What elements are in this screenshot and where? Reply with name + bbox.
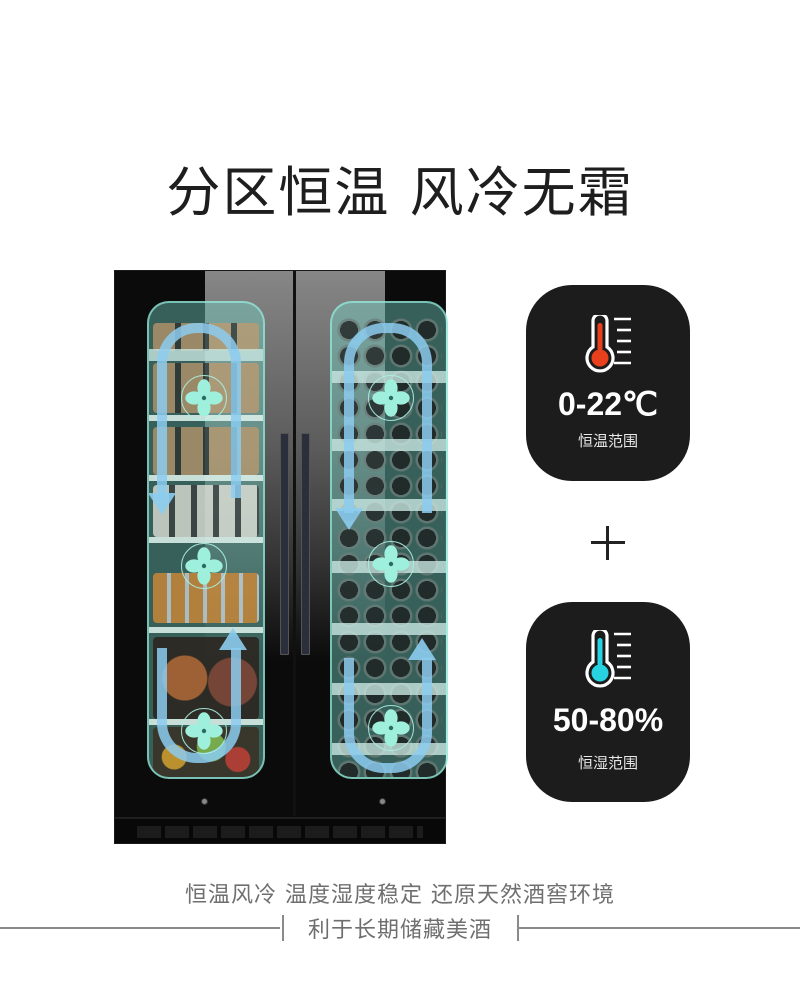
page-title: 分区恒温 风冷无霜	[166, 161, 634, 224]
divider-tick-left	[282, 915, 284, 941]
shelf	[332, 439, 446, 451]
fan-icon	[368, 705, 414, 751]
bottom-vent-grille	[115, 817, 445, 843]
temperature-range-value: 0-22℃	[558, 386, 658, 422]
caption-line-2: 利于长期储藏美酒	[307, 918, 492, 943]
airflow-arrow-down-icon	[149, 493, 176, 515]
fan-icon	[368, 375, 414, 421]
airflow-path-top	[157, 323, 241, 498]
shelf	[332, 623, 446, 635]
fan-icon	[368, 541, 414, 587]
airflow-path-bottom	[157, 648, 241, 763]
humidity-range-value: 50-80%	[552, 702, 664, 738]
divider-line-left	[0, 927, 280, 929]
humidity-range-label: 恒湿范围	[577, 754, 638, 772]
fan-icon	[181, 375, 227, 421]
caption-line-1: 恒温风冷 温度湿度稳定 还原天然酒窖环境	[185, 883, 615, 908]
left-door-lock	[201, 798, 208, 805]
airflow-path-bottom	[344, 658, 432, 773]
thermometer-red-icon	[583, 312, 635, 373]
airflow-arrow-up-icon	[219, 628, 247, 650]
vent-slots	[137, 826, 423, 838]
left-cooling-zone	[147, 301, 265, 779]
shelf	[149, 627, 263, 633]
divider-line-right	[518, 927, 800, 929]
right-door-handle	[301, 433, 310, 655]
plus-icon	[591, 526, 625, 560]
fan-icon	[181, 708, 227, 754]
airflow-path-top	[344, 323, 432, 513]
temperature-range-label: 恒温范围	[577, 432, 638, 450]
caption-line-2-row: 利于长期储藏美酒	[0, 912, 800, 944]
fan-icon	[181, 543, 227, 589]
temperature-range-badge: 0-22℃ 恒温范围	[526, 285, 690, 481]
divider-tick-right	[517, 915, 519, 941]
airflow-arrow-down-icon	[335, 508, 363, 530]
right-cooling-zone	[330, 301, 448, 779]
humidity-range-badge: 50-80% 恒湿范围	[526, 602, 690, 802]
airflow-arrow-up-icon	[408, 638, 436, 660]
thermometer-cyan-icon	[583, 627, 635, 688]
right-door-lock	[379, 798, 386, 805]
door-divider	[293, 271, 296, 816]
shelf	[149, 537, 263, 543]
left-door-handle	[280, 433, 289, 655]
wine-cooler-image	[114, 270, 448, 844]
